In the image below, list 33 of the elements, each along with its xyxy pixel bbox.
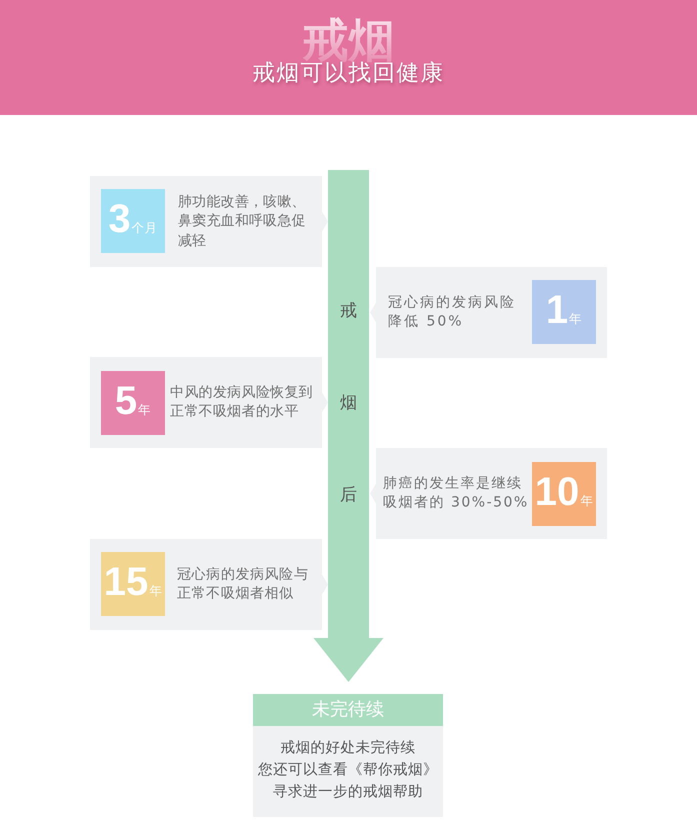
body-text: 寻求进一步的戒烟帮助	[273, 783, 423, 802]
badge-unit: 年	[580, 495, 594, 508]
badge-number: 1	[546, 290, 568, 330]
summary-card	[253, 694, 443, 817]
year-badge	[101, 552, 165, 616]
badge-number: 5	[114, 381, 138, 421]
badge-unit: 年	[138, 404, 152, 416]
badge-number: 10	[534, 472, 580, 512]
timeline-bar	[328, 170, 369, 638]
vertical-label: 戒烟后	[340, 300, 357, 507]
badge-unit: 年	[569, 313, 582, 326]
info-card	[370, 448, 607, 539]
info-card	[90, 357, 328, 448]
info-card	[90, 176, 328, 267]
badge-number: 3	[108, 199, 131, 239]
badge-unit: 个月	[132, 222, 158, 234]
page-title: 戒烟可以找回健康	[252, 61, 444, 86]
card-text: 冠心病的发病风险降低 50%	[388, 293, 517, 332]
card-text: 中风的发病风险恢复到正常不吸烟者的水平	[170, 383, 314, 422]
year-badge	[101, 189, 165, 253]
body-text: 戒烟的好处未完待续	[280, 738, 416, 758]
card-text: 肺功能改善，咳嗽、鼻窦充血和呼吸急促减轻	[178, 192, 307, 250]
year-badge	[101, 371, 165, 435]
card-text: 肺癌的发生率是继续吸烟者的 30%-50%	[383, 474, 529, 512]
card-header: 未完待续	[253, 694, 443, 726]
year-badge	[532, 280, 596, 344]
body-text: 您还可以查看《帮你戒烟》	[258, 761, 438, 780]
card-text: 冠心病的发病风险与正常不吸烟者相似	[177, 565, 310, 604]
badge-unit: 年	[149, 585, 162, 598]
badge-number: 15	[104, 562, 148, 602]
info-card	[370, 267, 607, 358]
year-badge	[532, 462, 596, 526]
info-card	[90, 539, 328, 630]
